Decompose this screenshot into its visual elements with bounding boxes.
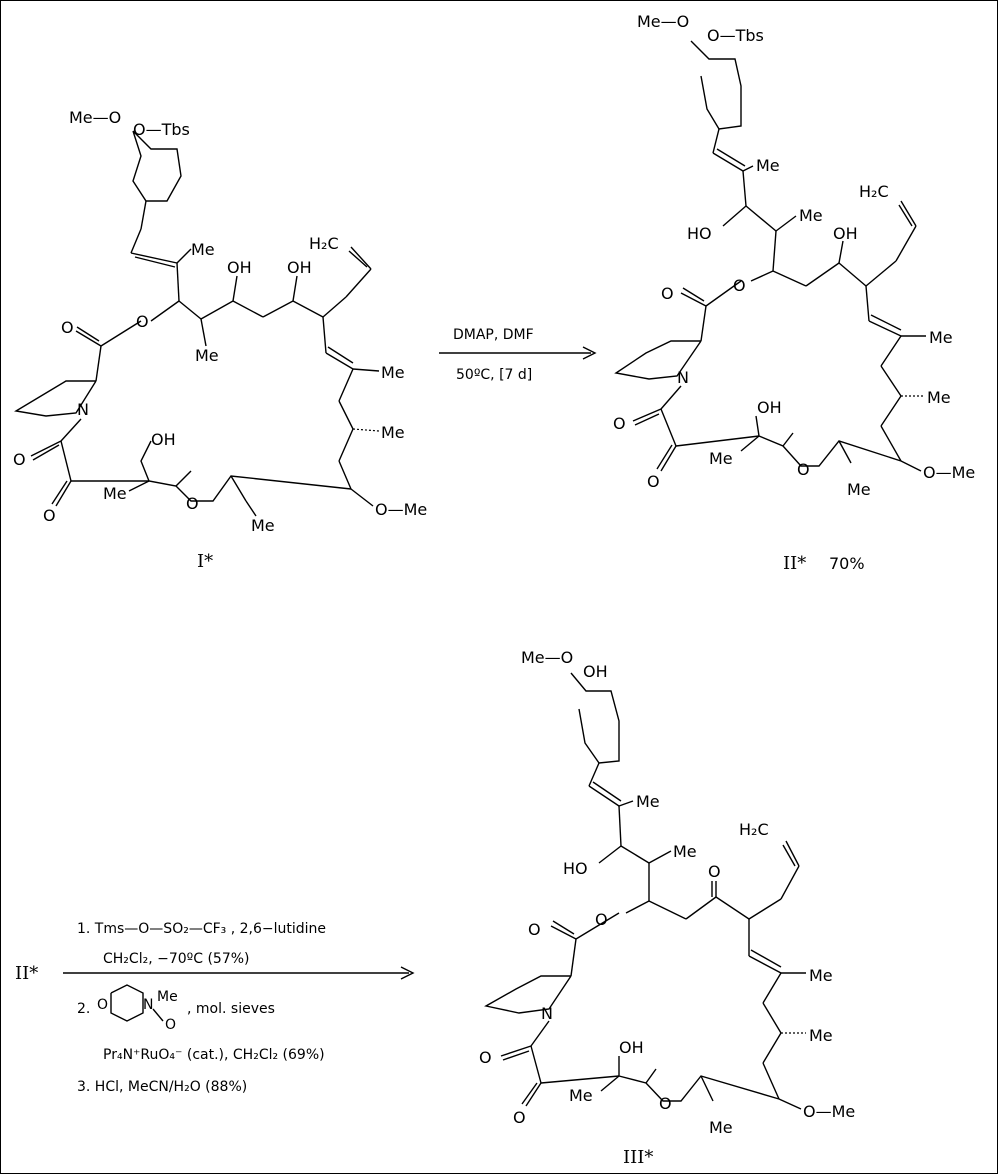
compound-1-label: I* xyxy=(197,551,213,572)
step1-reagents-top: DMAP, DMF xyxy=(453,327,534,343)
c1-me-label: Me xyxy=(191,240,215,259)
c3-oxo-o-2: O xyxy=(513,1108,526,1127)
c3-ome-label: O—Me xyxy=(803,1102,855,1121)
c2-me-label-3: Me xyxy=(929,328,953,347)
c1-oh-label: OH xyxy=(227,258,252,277)
c3-ring-oh: OH xyxy=(619,1038,644,1057)
c3-me-label-4: Me xyxy=(809,1026,833,1045)
step2-line5: 3. HCl, MeCN/H₂O (88%) xyxy=(77,1079,247,1095)
c1-oh-label-2: OH xyxy=(287,258,312,277)
c3-ring-o: O xyxy=(659,1094,672,1113)
compound-1-structure: Me—O O—Tbs Me O Me OH OH H₂C Me Me O—Me … xyxy=(13,108,427,572)
c2-ester-o: O xyxy=(733,276,746,295)
c1-meo-label: Me—O xyxy=(69,108,121,127)
morph-me-label: Me xyxy=(157,989,178,1005)
c2-otbs-label: O—Tbs xyxy=(707,26,764,45)
compound-3-structure: Me—O OH Me HO Me O H₂C O O Me Me O—Me N … xyxy=(479,648,855,1168)
compound-2-structure: Me—O O—Tbs Me HO Me OH H₂C O O Me Me O—M… xyxy=(613,12,975,574)
c1-ring-o: O xyxy=(186,494,199,513)
c3-meo-label: Me—O xyxy=(521,648,573,667)
c2-me-label-2: Me xyxy=(799,206,823,225)
c2-oxo-o: O xyxy=(613,414,626,433)
c3-oxo-o: O xyxy=(479,1048,492,1067)
c1-h2c-label: H₂C xyxy=(309,234,339,253)
c2-oh-label: OH xyxy=(833,224,858,243)
c3-me-label: Me xyxy=(636,792,660,811)
morph-o-label: O xyxy=(97,997,108,1013)
morpholine-n-oxide-structure: O N Me O xyxy=(97,984,178,1033)
c1-ester-o: O xyxy=(136,312,149,331)
c2-ho-label: HO xyxy=(687,224,712,243)
reaction-arrow-1: DMAP, DMF 50ºC, [7 d] xyxy=(439,327,597,383)
c2-ring-o: O xyxy=(797,460,810,479)
c3-carbonyl-o: O xyxy=(528,920,541,939)
c1-carbonyl-o: O xyxy=(61,318,74,337)
c2-h2c-label: H₂C xyxy=(859,182,889,201)
start-compound-label: II* xyxy=(15,963,38,984)
c2-ome-label: O—Me xyxy=(923,463,975,482)
c2-carbonyl-o: O xyxy=(661,284,674,303)
c3-ring-me: Me xyxy=(569,1086,593,1105)
c3-me-label-3: Me xyxy=(809,966,833,985)
step2-line1: 1. Tms—O—SO₂—CF₃ , 2,6−lutidine xyxy=(77,921,326,937)
c1-me-label-3: Me xyxy=(381,363,405,382)
step2-line4: Pr₄N⁺RuO₄⁻ (cat.), CH₂Cl₂ (69%) xyxy=(103,1047,325,1063)
c1-ring-oh: OH xyxy=(151,430,176,449)
c1-oxo-o-2: O xyxy=(43,506,56,525)
c2-n-label: N xyxy=(677,368,689,387)
c1-ring-me: Me xyxy=(103,484,127,503)
c1-me-label-4: Me xyxy=(381,423,405,442)
morph-oxide-label: O xyxy=(165,1017,176,1033)
c3-ho-label: HO xyxy=(563,859,588,878)
c2-oxo-o-2: O xyxy=(647,472,660,491)
c2-me-label-4: Me xyxy=(927,388,951,407)
step2-line3-suffix: , mol. sieves xyxy=(187,1001,275,1017)
c2-ring-me: Me xyxy=(709,449,733,468)
c1-ring-me-2: Me xyxy=(251,516,275,535)
c2-me-label: Me xyxy=(756,156,780,175)
c2-meo-label: Me—O xyxy=(637,12,689,31)
c3-keto-o: O xyxy=(708,862,721,881)
c1-ome-label: O—Me xyxy=(375,500,427,519)
reaction-arrow-2: 1. Tms—O—SO₂—CF₃ , 2,6−lutidine CH₂Cl₂, … xyxy=(63,921,415,1095)
c1-n-label: N xyxy=(77,400,89,419)
c3-h2c-label: H₂C xyxy=(739,820,769,839)
compound-2-label: II* xyxy=(783,553,806,574)
c2-ring-me-2: Me xyxy=(847,480,871,499)
c1-otbs-label: O—Tbs xyxy=(133,120,190,139)
morph-n-label: N xyxy=(143,997,153,1013)
compound-3-label: III* xyxy=(623,1147,653,1168)
step2-line3-prefix: 2. xyxy=(77,1001,90,1017)
c1-oxo-o: O xyxy=(13,450,26,469)
step2-line2: CH₂Cl₂, −70ºC (57%) xyxy=(103,951,250,967)
c3-me-label-2: Me xyxy=(673,842,697,861)
c2-ring-oh: OH xyxy=(757,398,782,417)
step1-reagents-bottom: 50ºC, [7 d] xyxy=(456,367,532,383)
c3-n-label: N xyxy=(541,1004,553,1023)
c3-ring-me-2: Me xyxy=(709,1118,733,1137)
c1-me-label-2: Me xyxy=(195,346,219,365)
c3-oh-label: OH xyxy=(583,662,608,681)
compound-2-yield: 70% xyxy=(829,554,865,573)
c3-ester-o: O xyxy=(595,910,608,929)
